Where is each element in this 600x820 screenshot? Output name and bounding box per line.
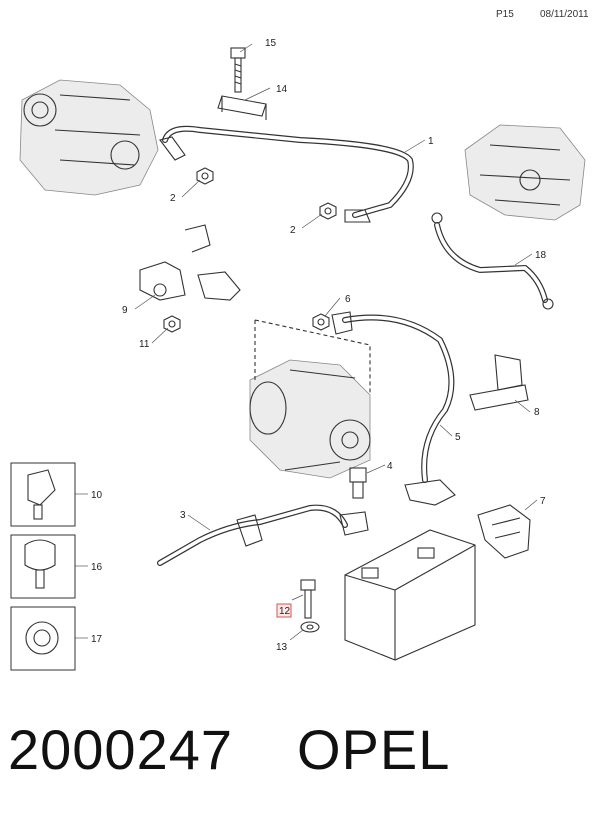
callout-8: 8	[534, 407, 540, 418]
bolt-15	[230, 47, 246, 93]
terminal-4	[349, 467, 367, 499]
battery-illustration	[344, 529, 476, 661]
brand-name: OPEL	[297, 718, 451, 781]
nut-2b	[319, 202, 337, 220]
exploded-parts-diagram: 15 14 1 2 2 18 6 9 11 8 5 4 10 7 3 16 12…	[10, 38, 586, 671]
callout-3: 3	[180, 510, 186, 521]
nut-2a	[196, 167, 214, 185]
callout-4: 4	[387, 461, 393, 472]
callout-5: 5	[455, 432, 461, 443]
callout-6: 6	[345, 294, 351, 305]
callout-11: 11	[139, 339, 150, 350]
callout-13: 13	[276, 642, 288, 653]
battery-cable-5	[331, 311, 456, 506]
nut-6	[312, 313, 330, 331]
callout-14: 14	[276, 84, 288, 95]
print-date: 08/11/2011	[540, 9, 589, 20]
bracket-9	[139, 224, 241, 301]
gearbox-illustration	[464, 124, 586, 221]
bolt-12	[300, 579, 316, 619]
terminal-cover-7	[477, 504, 531, 559]
page-code: P15	[496, 9, 514, 20]
ground-strap-18	[431, 212, 554, 310]
callout-16: 16	[91, 562, 103, 573]
inset-clip-16	[10, 534, 76, 599]
leader-lines	[75, 43, 538, 641]
part-number: 2000247	[8, 718, 234, 781]
washer-13	[300, 621, 320, 633]
callout-2a: 2	[170, 193, 176, 204]
highlight-box-12	[276, 603, 292, 618]
nut-11	[163, 315, 181, 333]
battery-cable-3	[157, 504, 369, 566]
inset-clip-10	[10, 462, 76, 527]
callout-10: 10	[91, 490, 103, 501]
callout-1: 1	[428, 136, 434, 147]
callout-12: 12	[279, 606, 291, 617]
inset-clip-17	[10, 606, 76, 671]
callout-17: 17	[91, 634, 103, 645]
callout-15: 15	[265, 38, 277, 49]
bracket-8	[469, 354, 529, 411]
starter-motor-illustration	[249, 319, 371, 479]
alternator-illustration	[19, 79, 159, 196]
callout-7: 7	[540, 496, 546, 507]
callout-2b: 2	[290, 225, 296, 236]
callout-18: 18	[535, 250, 547, 261]
battery-cable-1	[159, 125, 414, 223]
bracket-14	[217, 95, 267, 120]
callout-9: 9	[122, 305, 128, 316]
